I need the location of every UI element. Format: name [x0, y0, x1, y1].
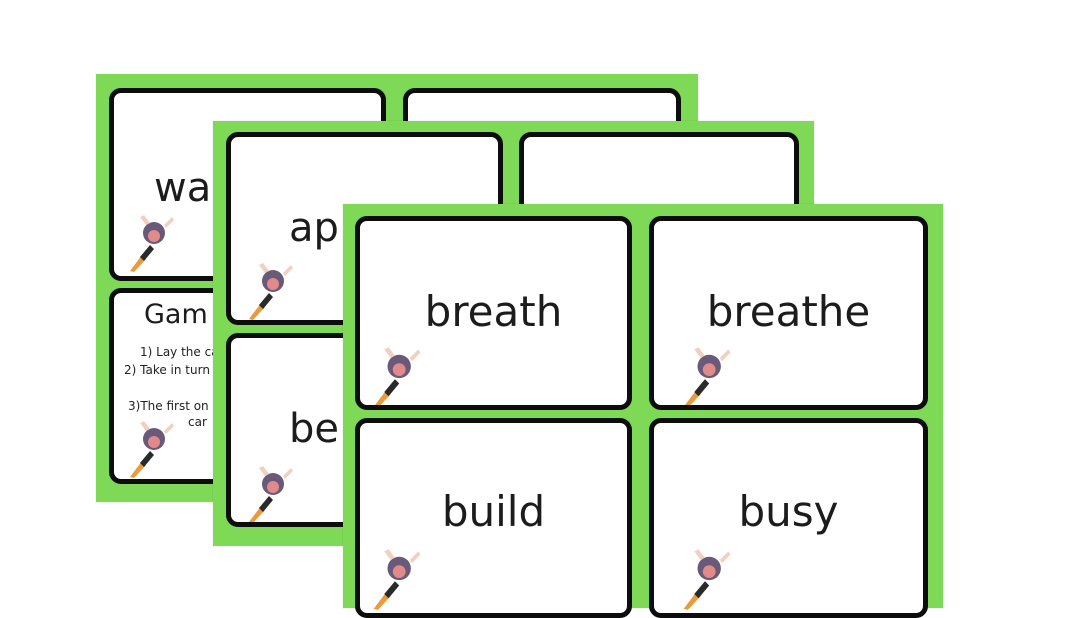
mascot-icon — [243, 462, 297, 522]
card-word: wa — [154, 165, 212, 211]
rule-line-1: 1) Lay the ca — [140, 345, 219, 359]
mascot-icon — [676, 545, 736, 611]
word-card-breath: breath — [355, 216, 632, 410]
rules-title: Gam — [144, 299, 208, 330]
word-card-busy: busy — [649, 418, 928, 618]
rule-line-2: 2) Take in turn — [124, 363, 210, 377]
mascot-icon — [126, 417, 176, 479]
card-word: be — [289, 406, 339, 452]
card-word: breathe — [706, 287, 871, 336]
rule-line-3: 3)The first on — [128, 399, 209, 413]
card-word: breath — [424, 287, 563, 336]
mascot-icon — [676, 343, 736, 405]
card-word: build — [441, 487, 546, 536]
card-word: busy — [738, 487, 839, 536]
mascot-icon — [366, 343, 426, 405]
word-card-build: build — [355, 418, 632, 618]
word-card-breathe: breathe — [649, 216, 928, 410]
rule-line-4: car — [188, 415, 207, 429]
mascot-icon — [243, 259, 297, 320]
mascot-icon — [366, 545, 426, 611]
mascot-icon — [126, 211, 176, 273]
card-word: ap — [289, 205, 339, 251]
front-sheet: breath breathe build — [343, 204, 943, 618]
